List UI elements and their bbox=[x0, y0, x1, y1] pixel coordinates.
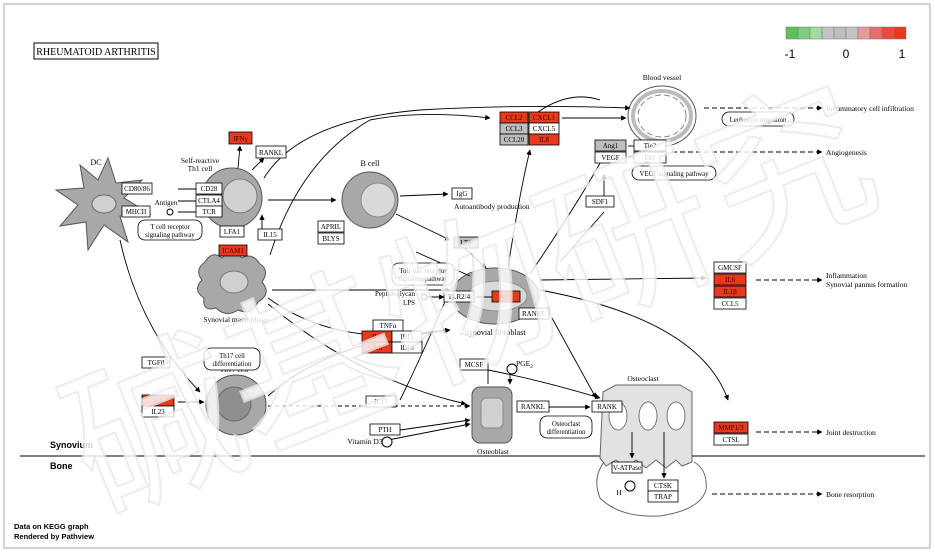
outcome-label: Bone resorption bbox=[826, 490, 874, 499]
gene-box-cd8086: CD80/86 bbox=[122, 183, 152, 194]
pathway-label: signaling pathway bbox=[145, 232, 195, 239]
gene-label: CXCL1 bbox=[533, 114, 556, 122]
gene-label: IL8 bbox=[539, 136, 550, 144]
h-plus-node bbox=[625, 481, 635, 491]
gene-box-blys: BLYS bbox=[318, 233, 344, 244]
legend-swatch bbox=[810, 27, 822, 39]
dc-label: DC bbox=[90, 158, 101, 167]
gene-label: CTSK bbox=[654, 482, 672, 490]
gene-label: MMP1/3 bbox=[718, 424, 744, 432]
legend-tick: -1 bbox=[785, 47, 796, 61]
gene-box-igg: IgG bbox=[452, 188, 472, 199]
gene-label: TCR bbox=[202, 208, 216, 216]
gene-box-ifng: IFNγ bbox=[229, 132, 252, 144]
gene-box-lfa1: LFA1 bbox=[220, 226, 244, 237]
gene-label: CCL20 bbox=[504, 136, 525, 144]
outcome-joint: Joint destruction bbox=[826, 428, 876, 437]
osteoblast-label: Osteoblast bbox=[477, 447, 510, 456]
gene-box-ctsl: CTSL bbox=[714, 434, 748, 445]
legend-swatch bbox=[858, 27, 870, 39]
gene-box-april: APRIL bbox=[318, 221, 344, 232]
bcell-label: B cell bbox=[361, 159, 381, 168]
gene-label: IFNγ bbox=[233, 135, 247, 143]
title-box: RHEUMATOID ARTHRITIS bbox=[34, 43, 158, 59]
gene-box-ctla4: CTLA4 bbox=[196, 195, 222, 206]
gene-label: IgG bbox=[457, 190, 468, 198]
gene-label: CTSL bbox=[722, 436, 739, 444]
page-title: RHEUMATOID ARTHRITIS bbox=[36, 47, 156, 58]
legend-swatch bbox=[834, 27, 846, 39]
legend-tick: 0 bbox=[843, 47, 850, 61]
gene-label: BLYS bbox=[322, 235, 339, 243]
gene-label: CCL3 bbox=[505, 125, 523, 133]
gene-label: LFA1 bbox=[224, 228, 241, 236]
gene-label: RANKL bbox=[521, 403, 545, 411]
blood-vessel-label: Blood vessel bbox=[643, 73, 682, 82]
gene-box-mmp1: MMP1/3 bbox=[714, 422, 748, 433]
gene-box-mhcii: MHCII bbox=[122, 206, 150, 217]
gene-label: V-ATPase bbox=[613, 464, 641, 472]
outcome-label: Joint destruction bbox=[826, 428, 876, 437]
gene-label: IL15 bbox=[263, 231, 277, 239]
legend-swatch bbox=[822, 27, 834, 39]
gene-box-ccl2: CCL2 bbox=[500, 112, 528, 123]
gene-label: TRAP bbox=[654, 493, 672, 501]
gene-box-rankl1: RANKL bbox=[256, 146, 286, 158]
legend-swatch bbox=[846, 27, 858, 39]
outcome-resorption: Bone resorption bbox=[826, 490, 874, 499]
outcome-label: Inflammation bbox=[826, 271, 867, 280]
pathway-label: differentiation bbox=[547, 429, 586, 436]
h-plus-label: H bbox=[616, 488, 622, 497]
gene-box-trap: TRAP bbox=[648, 491, 678, 502]
gene-box-il15: IL15 bbox=[258, 229, 282, 240]
osteoclast-label: Osteoclast bbox=[627, 374, 659, 383]
gene-label: APRIL bbox=[321, 223, 341, 231]
gene-label: CCL2 bbox=[505, 114, 523, 122]
pathway-label: T cell receptor bbox=[150, 224, 190, 231]
gene-box-rankl3: RANKL bbox=[517, 401, 549, 412]
footer-line-1: Data on KEGG graph bbox=[14, 522, 89, 531]
legend-tick: 1 bbox=[899, 47, 906, 61]
antigen-node bbox=[167, 209, 173, 215]
gene-box-rank: RANK bbox=[592, 401, 622, 412]
gene-label: MHCII bbox=[126, 208, 147, 216]
gene-label: CTLA4 bbox=[198, 197, 220, 205]
gene-box-tcr: TCR bbox=[196, 206, 222, 217]
legend-swatch bbox=[786, 27, 798, 39]
gene-box-vatpase: V-ATPase bbox=[612, 462, 642, 473]
gene-label: CD28 bbox=[201, 185, 218, 193]
pathway-label: Osteoclast bbox=[552, 421, 580, 428]
gene-box-ccl3: CCL3 bbox=[500, 123, 528, 134]
outcome-label: Synovial pannus formation bbox=[826, 280, 907, 289]
antigen-label: Antigen bbox=[155, 199, 178, 207]
gene-label: RANKL bbox=[259, 149, 283, 157]
gene-box-il8: IL8 bbox=[529, 134, 559, 145]
gene-label: ICAM1 bbox=[222, 247, 244, 255]
footer-line-2: Rendered by Pathview bbox=[14, 532, 94, 541]
legend-swatch bbox=[870, 27, 882, 39]
legend-swatch bbox=[798, 27, 810, 39]
gene-box-cxcl5: CXCL5 bbox=[529, 123, 559, 134]
gene-label: CXCL5 bbox=[533, 125, 556, 133]
gene-box-ccl20: CCL20 bbox=[500, 134, 528, 145]
gene-box-icam1: ICAM1 bbox=[219, 245, 247, 256]
gene-box-ctsk: CTSK bbox=[648, 480, 678, 491]
gene-box-cd28: CD28 bbox=[196, 183, 222, 194]
gene-box-cxcl1: CXCL1 bbox=[529, 112, 559, 123]
gene-label: RANK bbox=[597, 403, 617, 411]
legend-swatch bbox=[894, 27, 906, 39]
bone-label: Bone bbox=[50, 461, 73, 471]
gene-label: CD80/86 bbox=[124, 185, 150, 193]
legend-swatch bbox=[882, 27, 894, 39]
